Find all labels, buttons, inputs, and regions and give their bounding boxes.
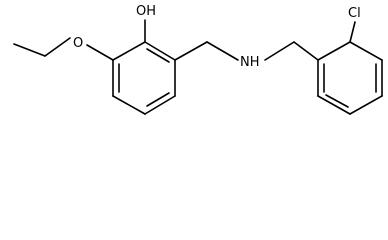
amine-label: NH: [240, 55, 260, 70]
molecule-structure: OH O NH Cl: [13, 4, 383, 115]
chlorine-bond: [349, 21, 356, 43]
hydroxyl-label: OH: [136, 4, 156, 19]
amine-linker: [174, 41, 319, 61]
chlorophenyl-ring: [317, 41, 383, 115]
chlorine-label: Cl: [348, 6, 361, 21]
ethoxy-group: [13, 37, 114, 61]
phenol-ring: [112, 41, 176, 115]
ether-oxygen-label: O: [73, 36, 83, 51]
